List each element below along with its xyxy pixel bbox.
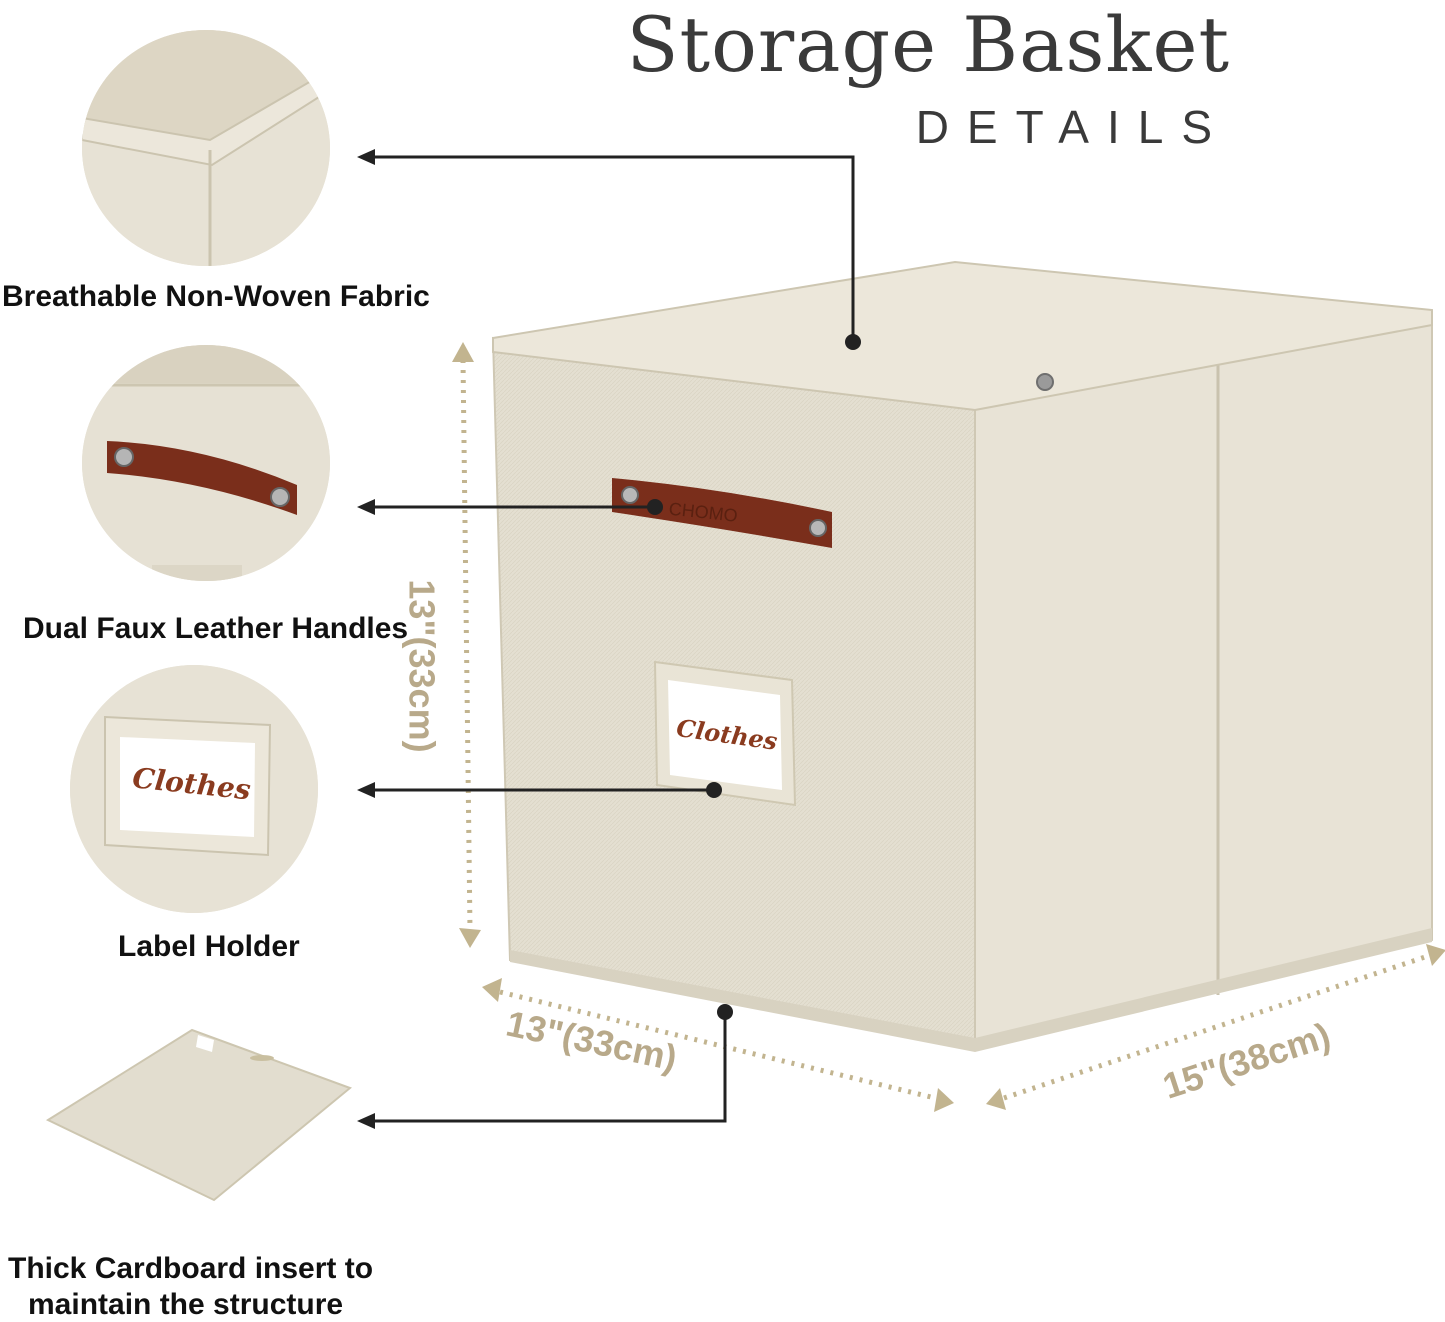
label-holder-closeup-icon: Clothes (70, 665, 318, 913)
arrow-head-icon (357, 782, 375, 798)
height-dimension-line (460, 359, 473, 931)
arrow-head-icon (357, 149, 375, 165)
depth-dimension-line (1003, 953, 1429, 1101)
pointer-dot-icon (706, 782, 722, 798)
height-dimension-label: 13"(33cm) (401, 579, 443, 753)
arrow-head-icon (357, 499, 375, 515)
pointer-lines (372, 155, 855, 1123)
cardboard-caption-line2: maintain the structure (28, 1288, 344, 1321)
cardboard-caption-line1: Thick Cardboard insert to (8, 1252, 374, 1285)
handles-caption: Dual Faux Leather Handles (23, 612, 409, 645)
cardboard-insert-image (45, 1028, 352, 1202)
label-holder: Clothes (653, 660, 797, 807)
fabric-caption: Breathable Non-Woven Fabric (2, 280, 430, 313)
page-title: Storage Basket (626, 0, 1230, 89)
fabric-closeup-icon (82, 30, 330, 266)
arrow-head-icon (357, 1113, 375, 1129)
pointer-dot-icon (845, 334, 861, 350)
leather-handle-closeup-icon (82, 345, 330, 581)
pointer-dot-icon (717, 1004, 733, 1020)
leather-handle: CHOMO (612, 478, 832, 548)
label-holder-caption: Label Holder (118, 930, 300, 963)
pointer-dot-icon (647, 499, 663, 515)
page-subtitle: DETAILS (915, 101, 1230, 153)
storage-basket-image: CHOMO Clothes (491, 260, 1433, 1052)
